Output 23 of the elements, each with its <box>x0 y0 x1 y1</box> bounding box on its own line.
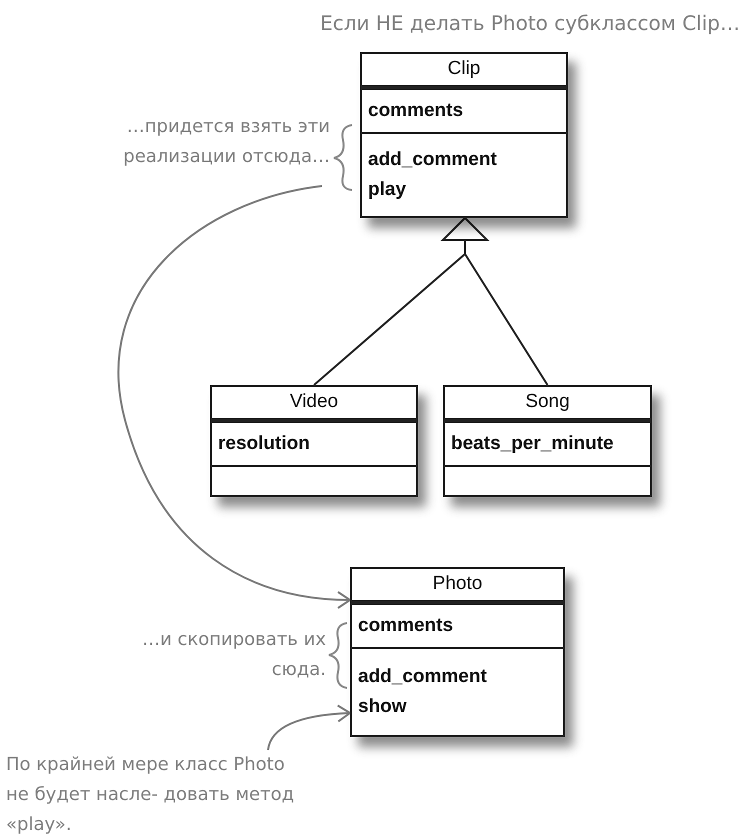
class-name: Song <box>525 390 570 414</box>
inheritance-arrow <box>442 217 548 386</box>
class-name: Clip <box>448 57 480 82</box>
method-text: show <box>358 695 408 719</box>
annotation-note: …придется взять эти реализации отсюда… <box>20 112 330 172</box>
annotation-text: …и скопировать их сюда. <box>141 628 326 682</box>
attribute-text: beats_per_minute <box>451 432 614 456</box>
class-box <box>210 385 418 497</box>
curved-arrow <box>267 704 351 750</box>
title: Если НЕ делать Photo субклассом Clip… <box>320 10 740 37</box>
annotation-note: По крайней мере класс Photo не будет насле- довать метод «play». <box>6 750 306 840</box>
class-name: Video <box>290 390 338 414</box>
curved-arrow <box>118 185 351 608</box>
class-box <box>360 52 568 218</box>
attribute-text: resolution <box>218 432 310 456</box>
class-box <box>350 567 565 737</box>
attribute-text: comments <box>368 98 464 123</box>
attribute-text: comments <box>358 614 454 638</box>
class-name: Photo <box>432 572 482 596</box>
method-text: add_comment <box>358 665 488 689</box>
class-box <box>443 385 652 497</box>
method-text: play <box>368 178 408 202</box>
method-text: add_comment <box>368 148 498 172</box>
